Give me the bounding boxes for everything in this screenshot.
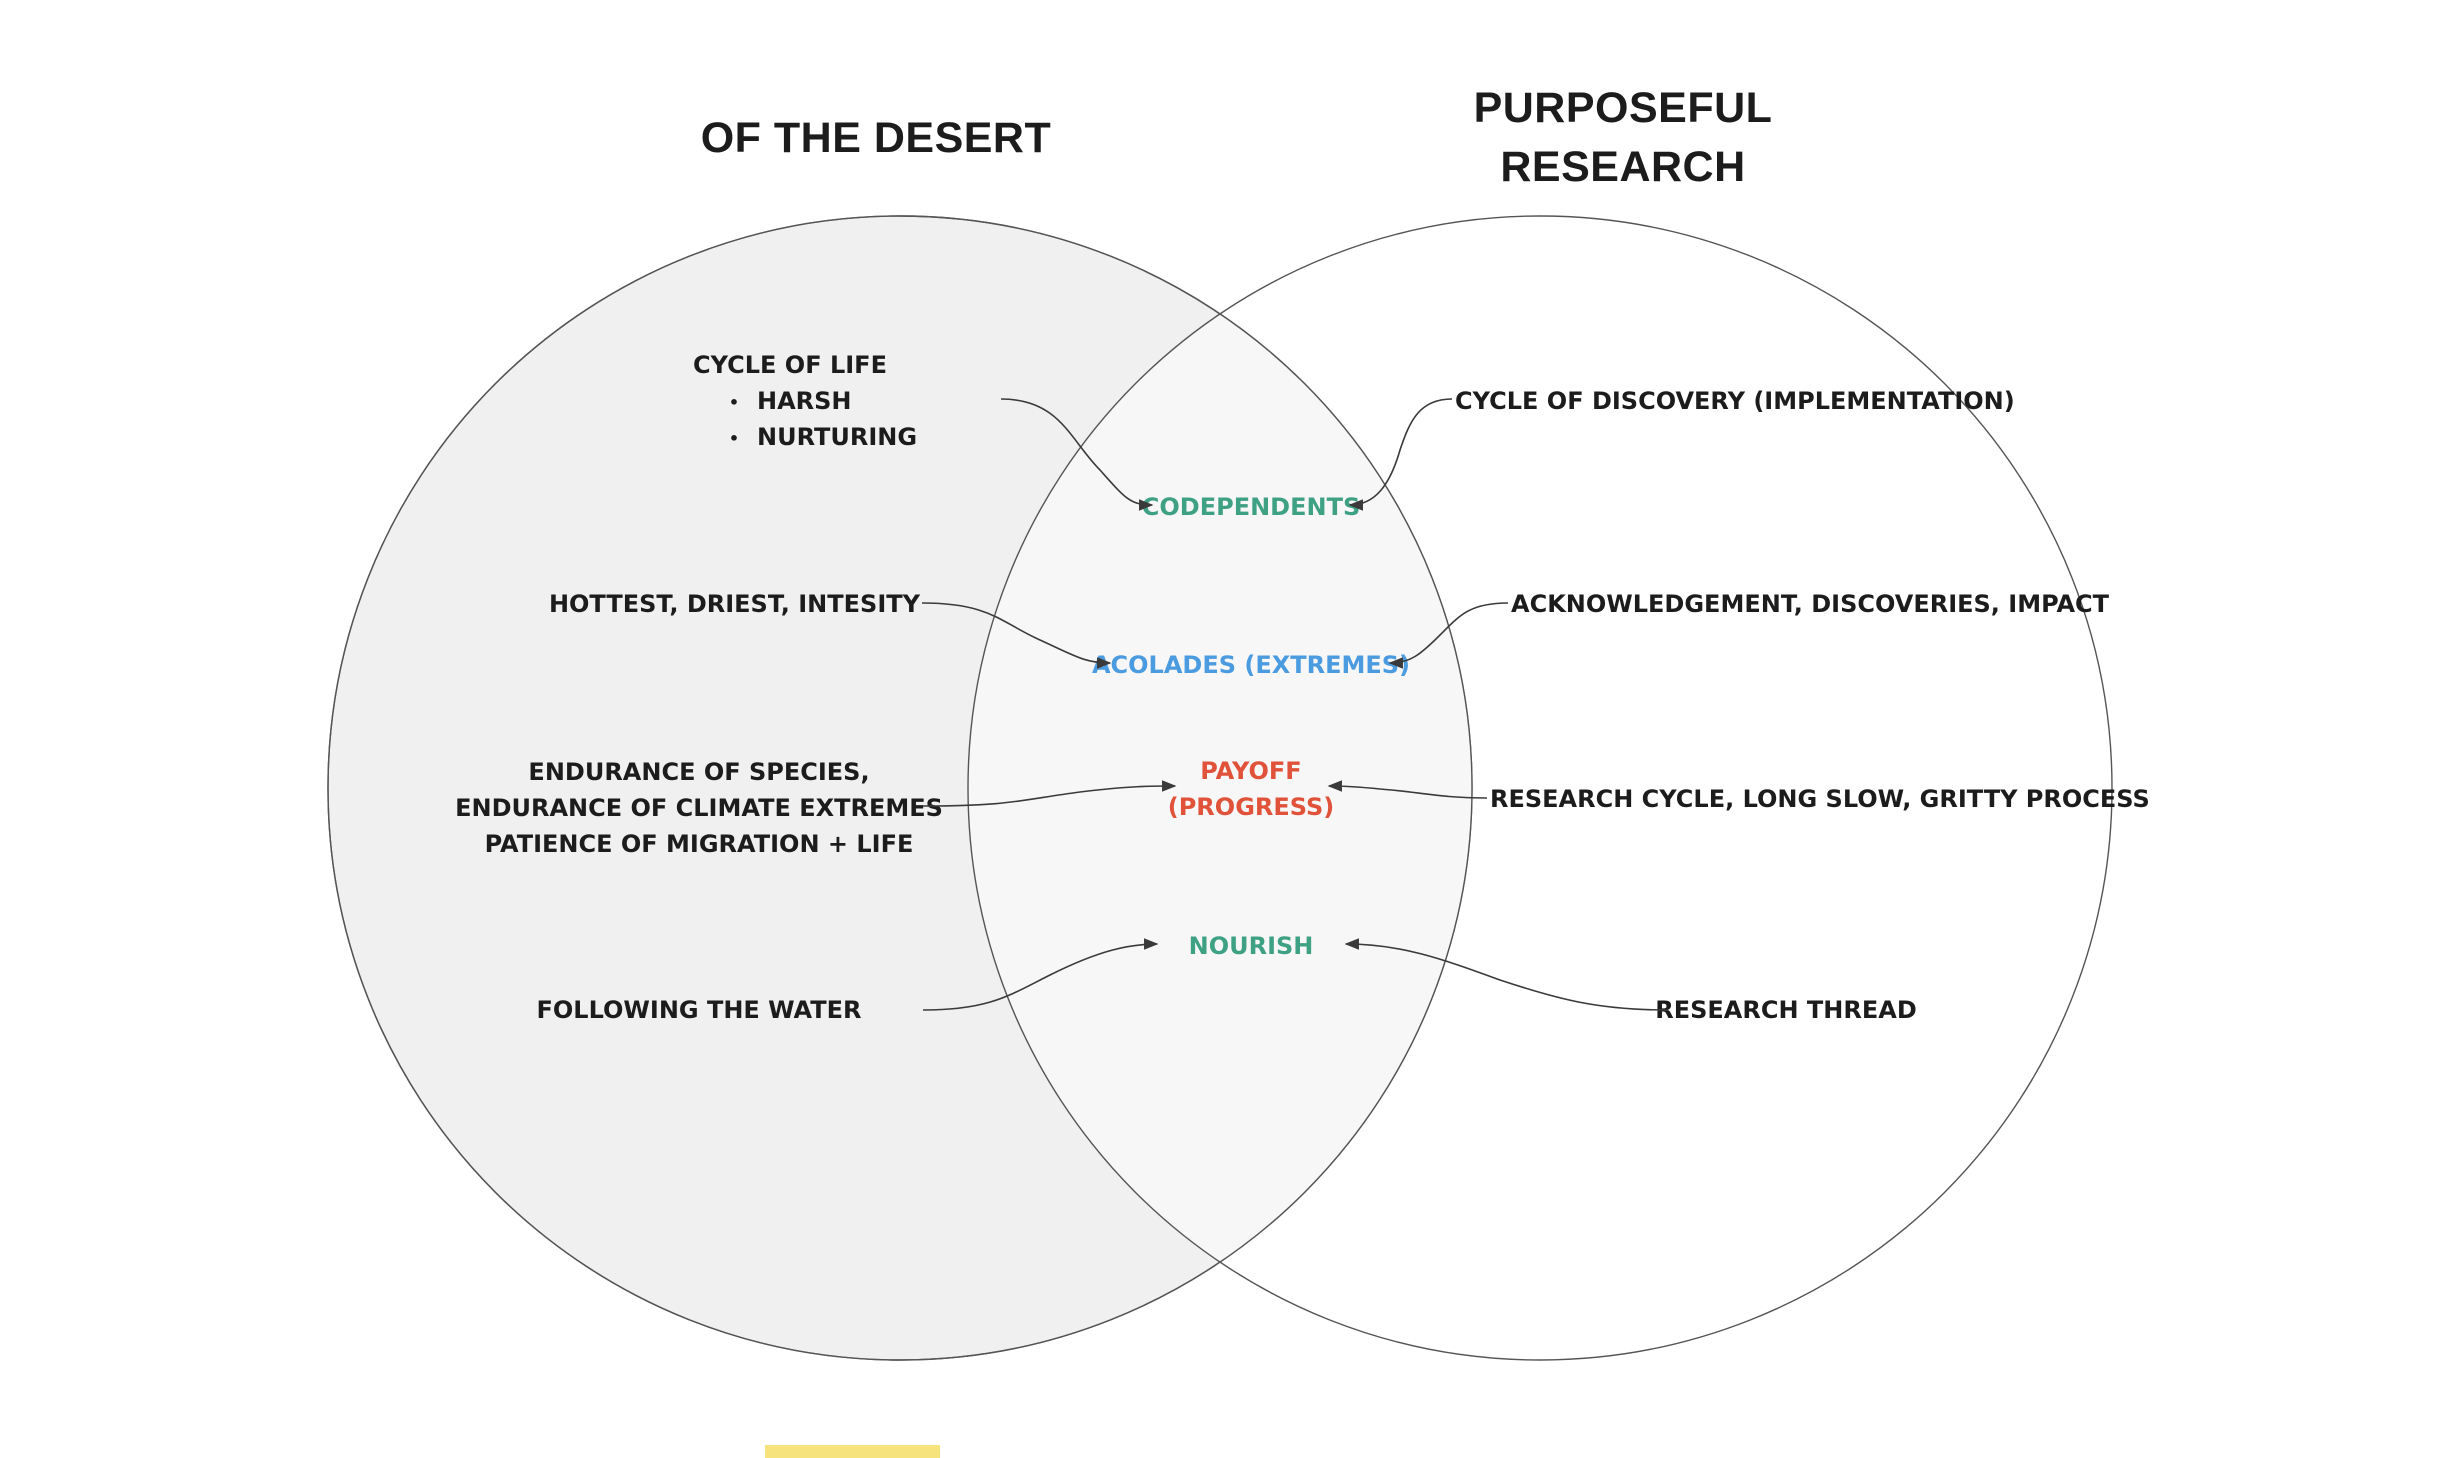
left-endurance-line2: ENDURANCE OF CLIMATE EXTREMES — [455, 794, 943, 822]
left-endurance-line3: PATIENCE OF MIGRATION + LIFE — [485, 830, 914, 858]
left-following-water: FOLLOWING THE WATER — [536, 996, 861, 1024]
bullet-glyph-2: • — [729, 429, 739, 448]
right-title-line2: RESEARCH — [1500, 143, 1745, 191]
right-circle — [967, 215, 2113, 1361]
left-cycle-of-life: CYCLE OF LIFE — [693, 351, 887, 379]
connector-water-to-nourish — [922, 938, 1159, 1011]
overlap-codependents: CODEPENDENTS — [1142, 493, 1360, 521]
overlap-payoff-line1: PAYOFF — [1200, 757, 1301, 785]
yellow-sticky-swatch — [765, 1445, 940, 1458]
right-acknowledgement: ACKNOWLEDGEMENT, DISCOVERIES, IMPACT — [1511, 590, 2110, 618]
connector-hottest-to-acolades — [921, 602, 1112, 669]
overlap-region — [968, 216, 1472, 1360]
left-bullet-nurturing: NURTURING — [757, 423, 917, 451]
connector-cycle-life-to-codependents — [1000, 398, 1154, 511]
left-title: OF THE DESERT — [701, 114, 1052, 162]
connector-acknowledgement-to-acolades — [1388, 602, 1509, 669]
right-research-cycle: RESEARCH CYCLE, LONG SLOW, GRITTY PROCES… — [1490, 785, 2150, 813]
left-hottest: HOTTEST, DRIEST, INTESITY — [549, 590, 921, 618]
connector-discovery-to-codependents — [1348, 398, 1453, 511]
overlap-payoff-line2: (PROGRESS) — [1168, 793, 1334, 821]
left-endurance-line1: ENDURANCE OF SPECIES, — [528, 758, 869, 786]
connector-endurance-to-payoff — [922, 780, 1177, 807]
connector-thread-to-nourish — [1344, 938, 1669, 1011]
connector-research-cycle-to-payoff — [1327, 780, 1488, 799]
left-circle-outline — [327, 215, 1473, 1361]
right-cycle-discovery: CYCLE OF DISCOVERY (IMPLEMENTATION) — [1455, 387, 2015, 415]
right-title-line1: PURPOSEFUL — [1474, 84, 1773, 132]
overlap-nourish: NOURISH — [1189, 932, 1314, 960]
overlap-acolades: ACOLADES (EXTREMES) — [1092, 651, 1410, 679]
right-research-thread: RESEARCH THREAD — [1655, 996, 1917, 1024]
bullet-glyph-1: • — [729, 393, 739, 412]
left-bullet-harsh: HARSH — [757, 387, 852, 415]
